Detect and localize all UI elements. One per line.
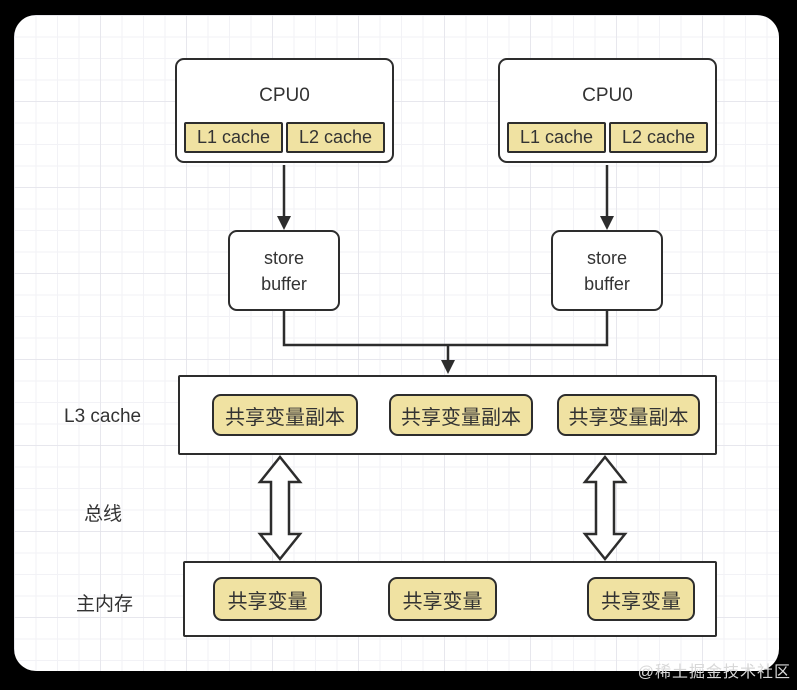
l3-cache-label: L3 cache xyxy=(64,406,142,427)
store-buffer-box-left: store buffer xyxy=(228,230,340,311)
cache-row: L1 cache L2 cache xyxy=(500,122,715,161)
store-buffer-label: store buffer xyxy=(261,247,307,294)
store-buffer-box-right: store buffer xyxy=(551,230,663,311)
l2-cache-box: L2 cache xyxy=(286,122,385,153)
l2-cache-box: L2 cache xyxy=(609,122,708,153)
main-memory-label: 主内存 xyxy=(76,594,134,615)
shared-variable-copy-chip: 共享变量副本 xyxy=(389,394,533,436)
watermark-text: @稀土掘金技术社区 xyxy=(637,664,791,681)
cpu-label: CPU0 xyxy=(582,85,633,106)
main-memory-box: 共享变量 共享变量 共享变量 xyxy=(183,561,717,637)
shared-variable-chip: 共享变量 xyxy=(587,577,695,621)
bus-label: 总线 xyxy=(84,504,123,525)
l3-cache-box: 共享变量副本 共享变量副本 共享变量副本 xyxy=(178,375,717,455)
shared-variable-copy-chip: 共享变量副本 xyxy=(557,394,700,436)
cpu-box-left: CPU0 L1 cache L2 cache xyxy=(175,58,394,163)
shared-variable-chip: 共享变量 xyxy=(213,577,322,621)
l1-cache-box: L1 cache xyxy=(507,122,606,153)
cache-row: L1 cache L2 cache xyxy=(177,122,392,161)
shared-variable-chip: 共享变量 xyxy=(388,577,497,621)
store-buffer-label: store buffer xyxy=(584,247,630,294)
l1-cache-box: L1 cache xyxy=(184,122,283,153)
cpu-label: CPU0 xyxy=(259,85,310,106)
shared-variable-copy-chip: 共享变量副本 xyxy=(212,394,358,436)
cpu-box-right: CPU0 L1 cache L2 cache xyxy=(498,58,717,163)
